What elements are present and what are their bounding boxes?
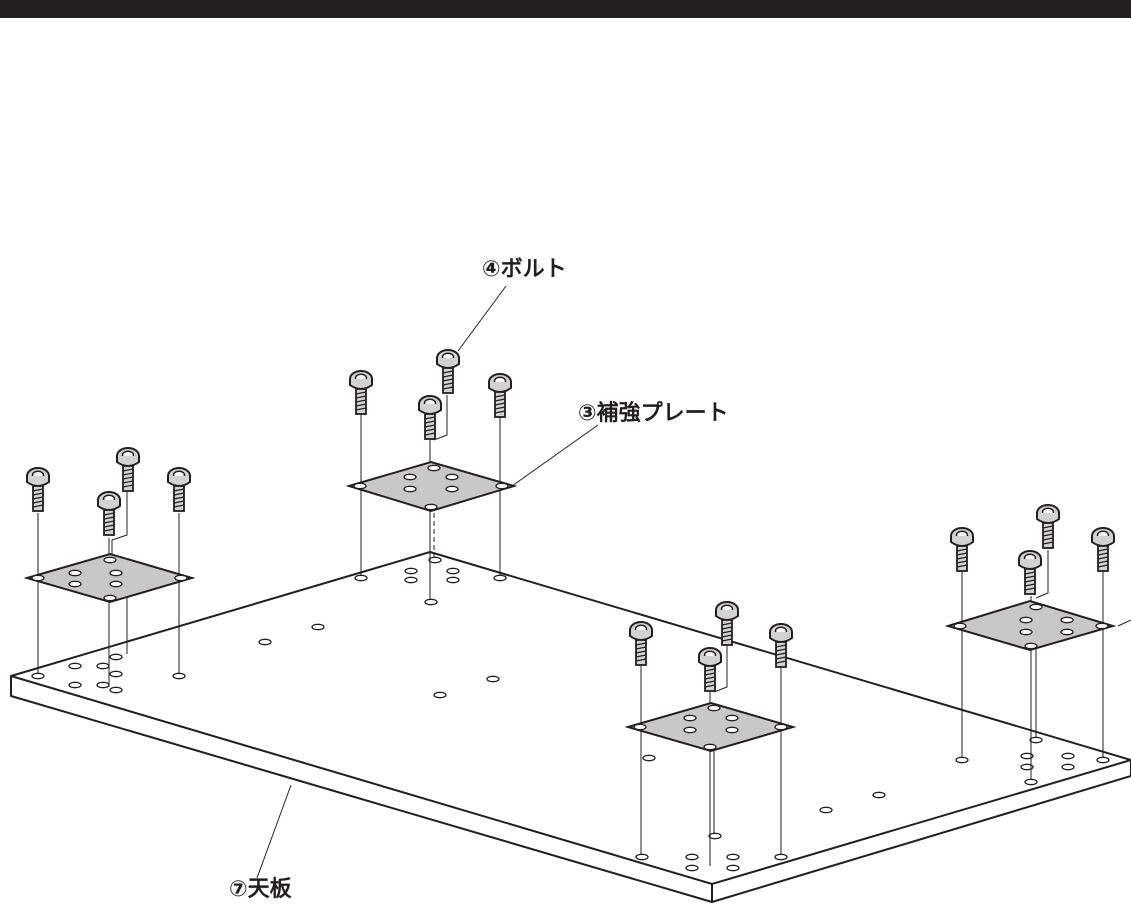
tabletop-label: ⑦天板 <box>229 877 292 902</box>
plate-left <box>23 552 196 604</box>
header-bar <box>0 0 1131 18</box>
leader-lines <box>256 285 1131 879</box>
reinforcement-plates <box>23 460 1117 753</box>
plate-back <box>345 460 518 513</box>
plate-right <box>944 599 1117 652</box>
bolt-label: ④ボルト <box>482 257 567 282</box>
plate-front <box>624 701 797 753</box>
reinforcement-plate-label: ③補強プレート <box>578 401 729 426</box>
